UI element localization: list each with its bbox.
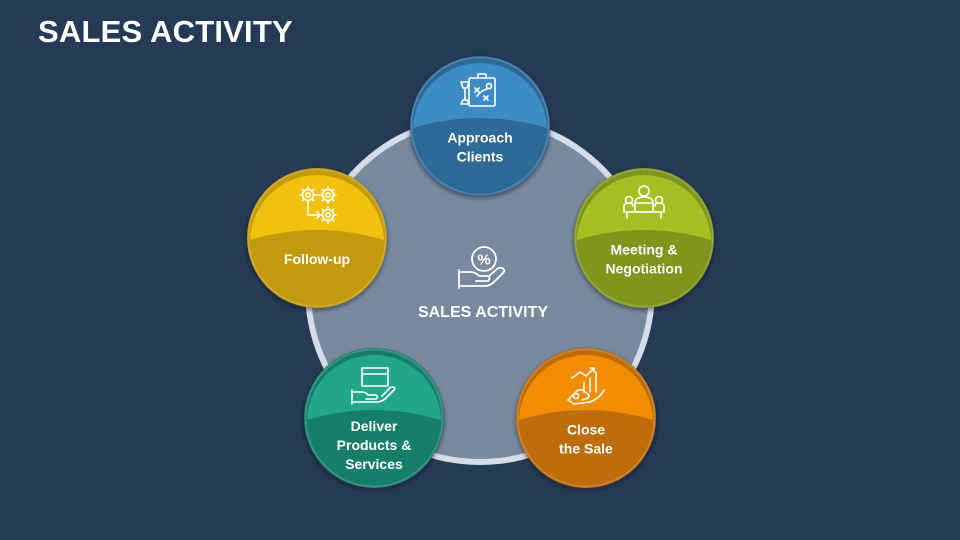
node-label: Deliver xyxy=(351,418,398,434)
strategy-board-icon xyxy=(460,73,496,107)
node-top xyxy=(413,62,547,128)
node-highlight xyxy=(410,56,550,196)
node-label: Services xyxy=(345,456,403,472)
node-label: Follow-up xyxy=(284,251,350,267)
node-top xyxy=(250,174,384,240)
gears-process-icon xyxy=(299,186,337,224)
node-top xyxy=(307,354,441,420)
node-label: Close xyxy=(567,422,605,438)
node-meeting: Meeting & Negotiation xyxy=(574,168,714,308)
node-label: Negotiation xyxy=(606,261,683,277)
hand-growth-chart-icon xyxy=(567,367,605,405)
node-label: Clients xyxy=(457,149,504,165)
node-label: the Sale xyxy=(559,441,613,457)
page-title: SALES ACTIVITY xyxy=(38,14,293,49)
node-highlight xyxy=(574,168,714,308)
hand-percent-icon: % xyxy=(458,246,506,289)
node-top xyxy=(577,174,711,240)
node-label: Meeting & xyxy=(611,242,678,258)
node-top xyxy=(519,354,653,420)
meeting-table-icon xyxy=(623,185,665,219)
node-label: Approach xyxy=(447,130,512,146)
svg-text:%: % xyxy=(477,252,490,269)
node-highlight xyxy=(247,168,387,308)
node-highlight xyxy=(516,348,656,488)
node-followup: Follow-up xyxy=(247,168,387,308)
node-highlight xyxy=(304,348,444,488)
center-label: SALES ACTIVITY xyxy=(418,304,548,321)
hand-box-icon xyxy=(351,367,396,405)
node-label: Products & xyxy=(337,437,412,453)
node-close: Close the Sale xyxy=(516,348,656,488)
